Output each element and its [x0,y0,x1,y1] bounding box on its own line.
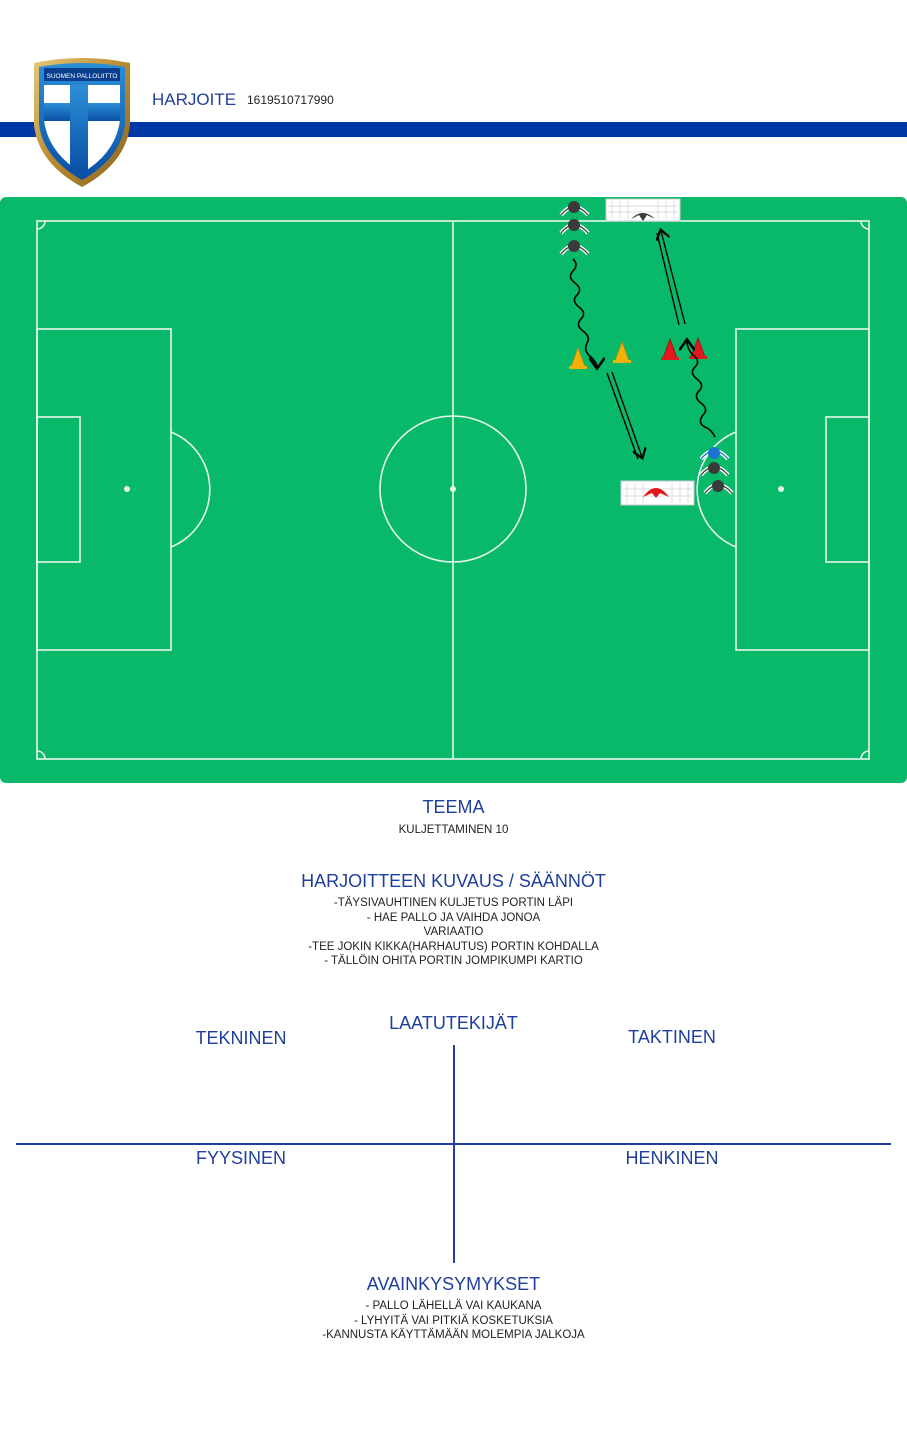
player-icon [559,240,590,256]
qualities-title: LAATUTEKIJÄT [389,1013,518,1033]
key-questions-text: - PALLO LÄHELLÄ VAI KAUKANA - LYHYITÄ VA… [0,1299,907,1343]
description-line: - HAE PALLO JA VAIHDA JONOA [366,911,541,924]
theme-title: TEEMA [422,797,485,817]
crest-text: SUOMEN PALLOLIITTO [47,73,118,80]
player-icon [559,219,590,235]
goal-icon [605,198,681,222]
key-questions-title: AVAINKYSYMYKSET [366,1274,541,1294]
crest-logo: SUOMEN PALLOLIITTO [34,58,130,187]
pitch-diagram [0,197,907,783]
pass-arrow [657,231,686,326]
cone-icon [613,340,631,363]
key-question-line: -KANNUSTA KÄYTTÄMÄÄN MOLEMPIA JALKOJA [322,1329,585,1341]
description-line: - TÄLLÖIN OHITA PORTIN JOMPIKUMPI KARTIO [324,955,583,967]
pass-arrow [606,371,642,459]
key-question-line: - LYHYITÄ VAI PITKIÄ KOSKETUKSIA [354,1314,553,1327]
dribble-arrow [569,258,597,367]
player-icon [699,447,730,461]
key-question-line: - PALLO LÄHELLÄ VAI KAUKANA [365,1300,542,1312]
quality-mental: HENKINEN [625,1148,719,1168]
quality-physical: FYYSINEN [195,1148,287,1168]
description-title: HARJOITTEEN KUVAUS / SÄÄNNÖT [301,871,606,891]
exercise-code: 1619510717990 [247,93,334,107]
description-line: -TEE JOKIN KIKKA(HARHAUTUS) PORTIN KOHDA… [308,940,599,953]
description-line: VARIAATIO [423,926,484,938]
cone-icon [569,346,587,369]
player-icon [703,480,734,495]
pitch-lines [36,220,870,760]
theme-value: KULJETTAMINEN 10 [398,824,509,836]
header-bar [0,122,907,137]
goal-icon [620,480,695,506]
quadrant-horizontal-divider [16,1143,891,1145]
cone-icon [661,337,679,360]
player-icon [559,201,590,217]
description-text: -TÄYSIVAUHTINEN KULJETUS PORTIN LÄPI - H… [0,896,907,969]
quality-tactical: TAKTINEN [628,1027,716,1047]
page-title: HARJOITE [152,90,237,109]
dribble-arrow [687,341,716,438]
quadrant-vertical-divider [453,1045,455,1263]
description-line: -TÄYSIVAUHTINEN KULJETUS PORTIN LÄPI [333,897,574,909]
quality-technical: TEKNINEN [195,1028,287,1048]
player-icon [699,462,730,477]
